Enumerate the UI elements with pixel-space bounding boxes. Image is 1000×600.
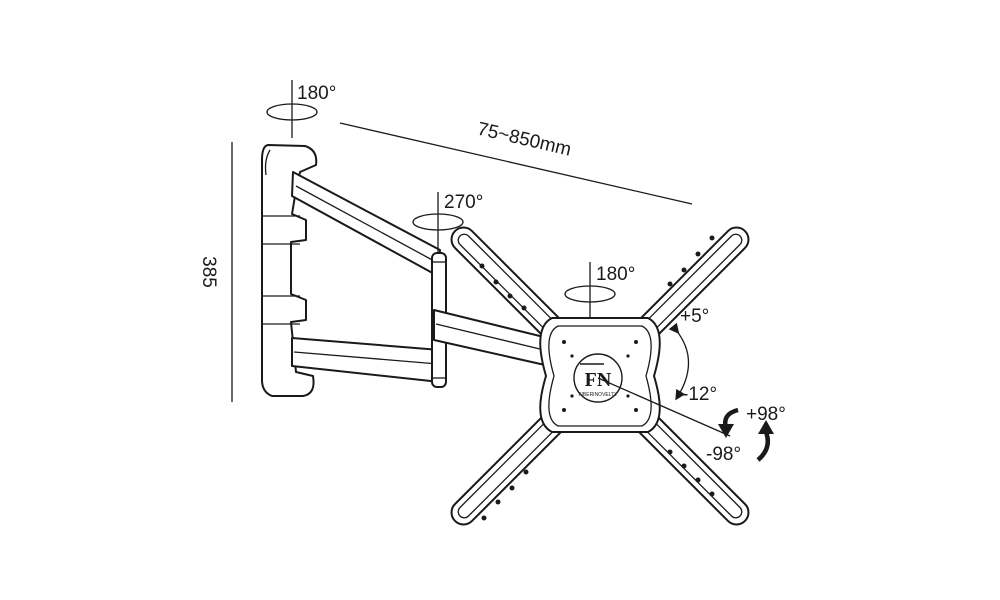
head-rotation-indicator: 180° bbox=[564, 262, 635, 318]
arm-rotation-label: 270° bbox=[444, 192, 483, 213]
wall-plate bbox=[261, 144, 318, 397]
lower-arm bbox=[291, 337, 441, 383]
svg-text:FIBERINOVELTY: FIBERINOVELTY bbox=[578, 392, 618, 398]
extension-dimension-line bbox=[339, 122, 693, 205]
swivel-axis-line bbox=[597, 377, 731, 437]
tilt-indicator: +5° -12° bbox=[668, 306, 717, 405]
tilt-up-label: +5° bbox=[680, 306, 709, 327]
swivel-negative-label: -98° bbox=[706, 444, 741, 465]
swivel-positive-label: +98° bbox=[746, 404, 786, 425]
swivel-indicator: +98° -98° bbox=[706, 404, 786, 465]
arm-rotation-indicator: 270° bbox=[412, 192, 483, 252]
height-label: 385 bbox=[198, 256, 219, 288]
extension-label: 75~850mm bbox=[475, 119, 573, 161]
head-rotation-label: 180° bbox=[596, 264, 635, 285]
svg-text:FN: FN bbox=[585, 369, 612, 391]
tilt-down-label: -12° bbox=[682, 384, 717, 405]
upper-arm bbox=[291, 171, 441, 277]
wall-rotation-label: 180° bbox=[297, 83, 336, 104]
wall-rotation-indicator: 180° bbox=[266, 80, 336, 138]
